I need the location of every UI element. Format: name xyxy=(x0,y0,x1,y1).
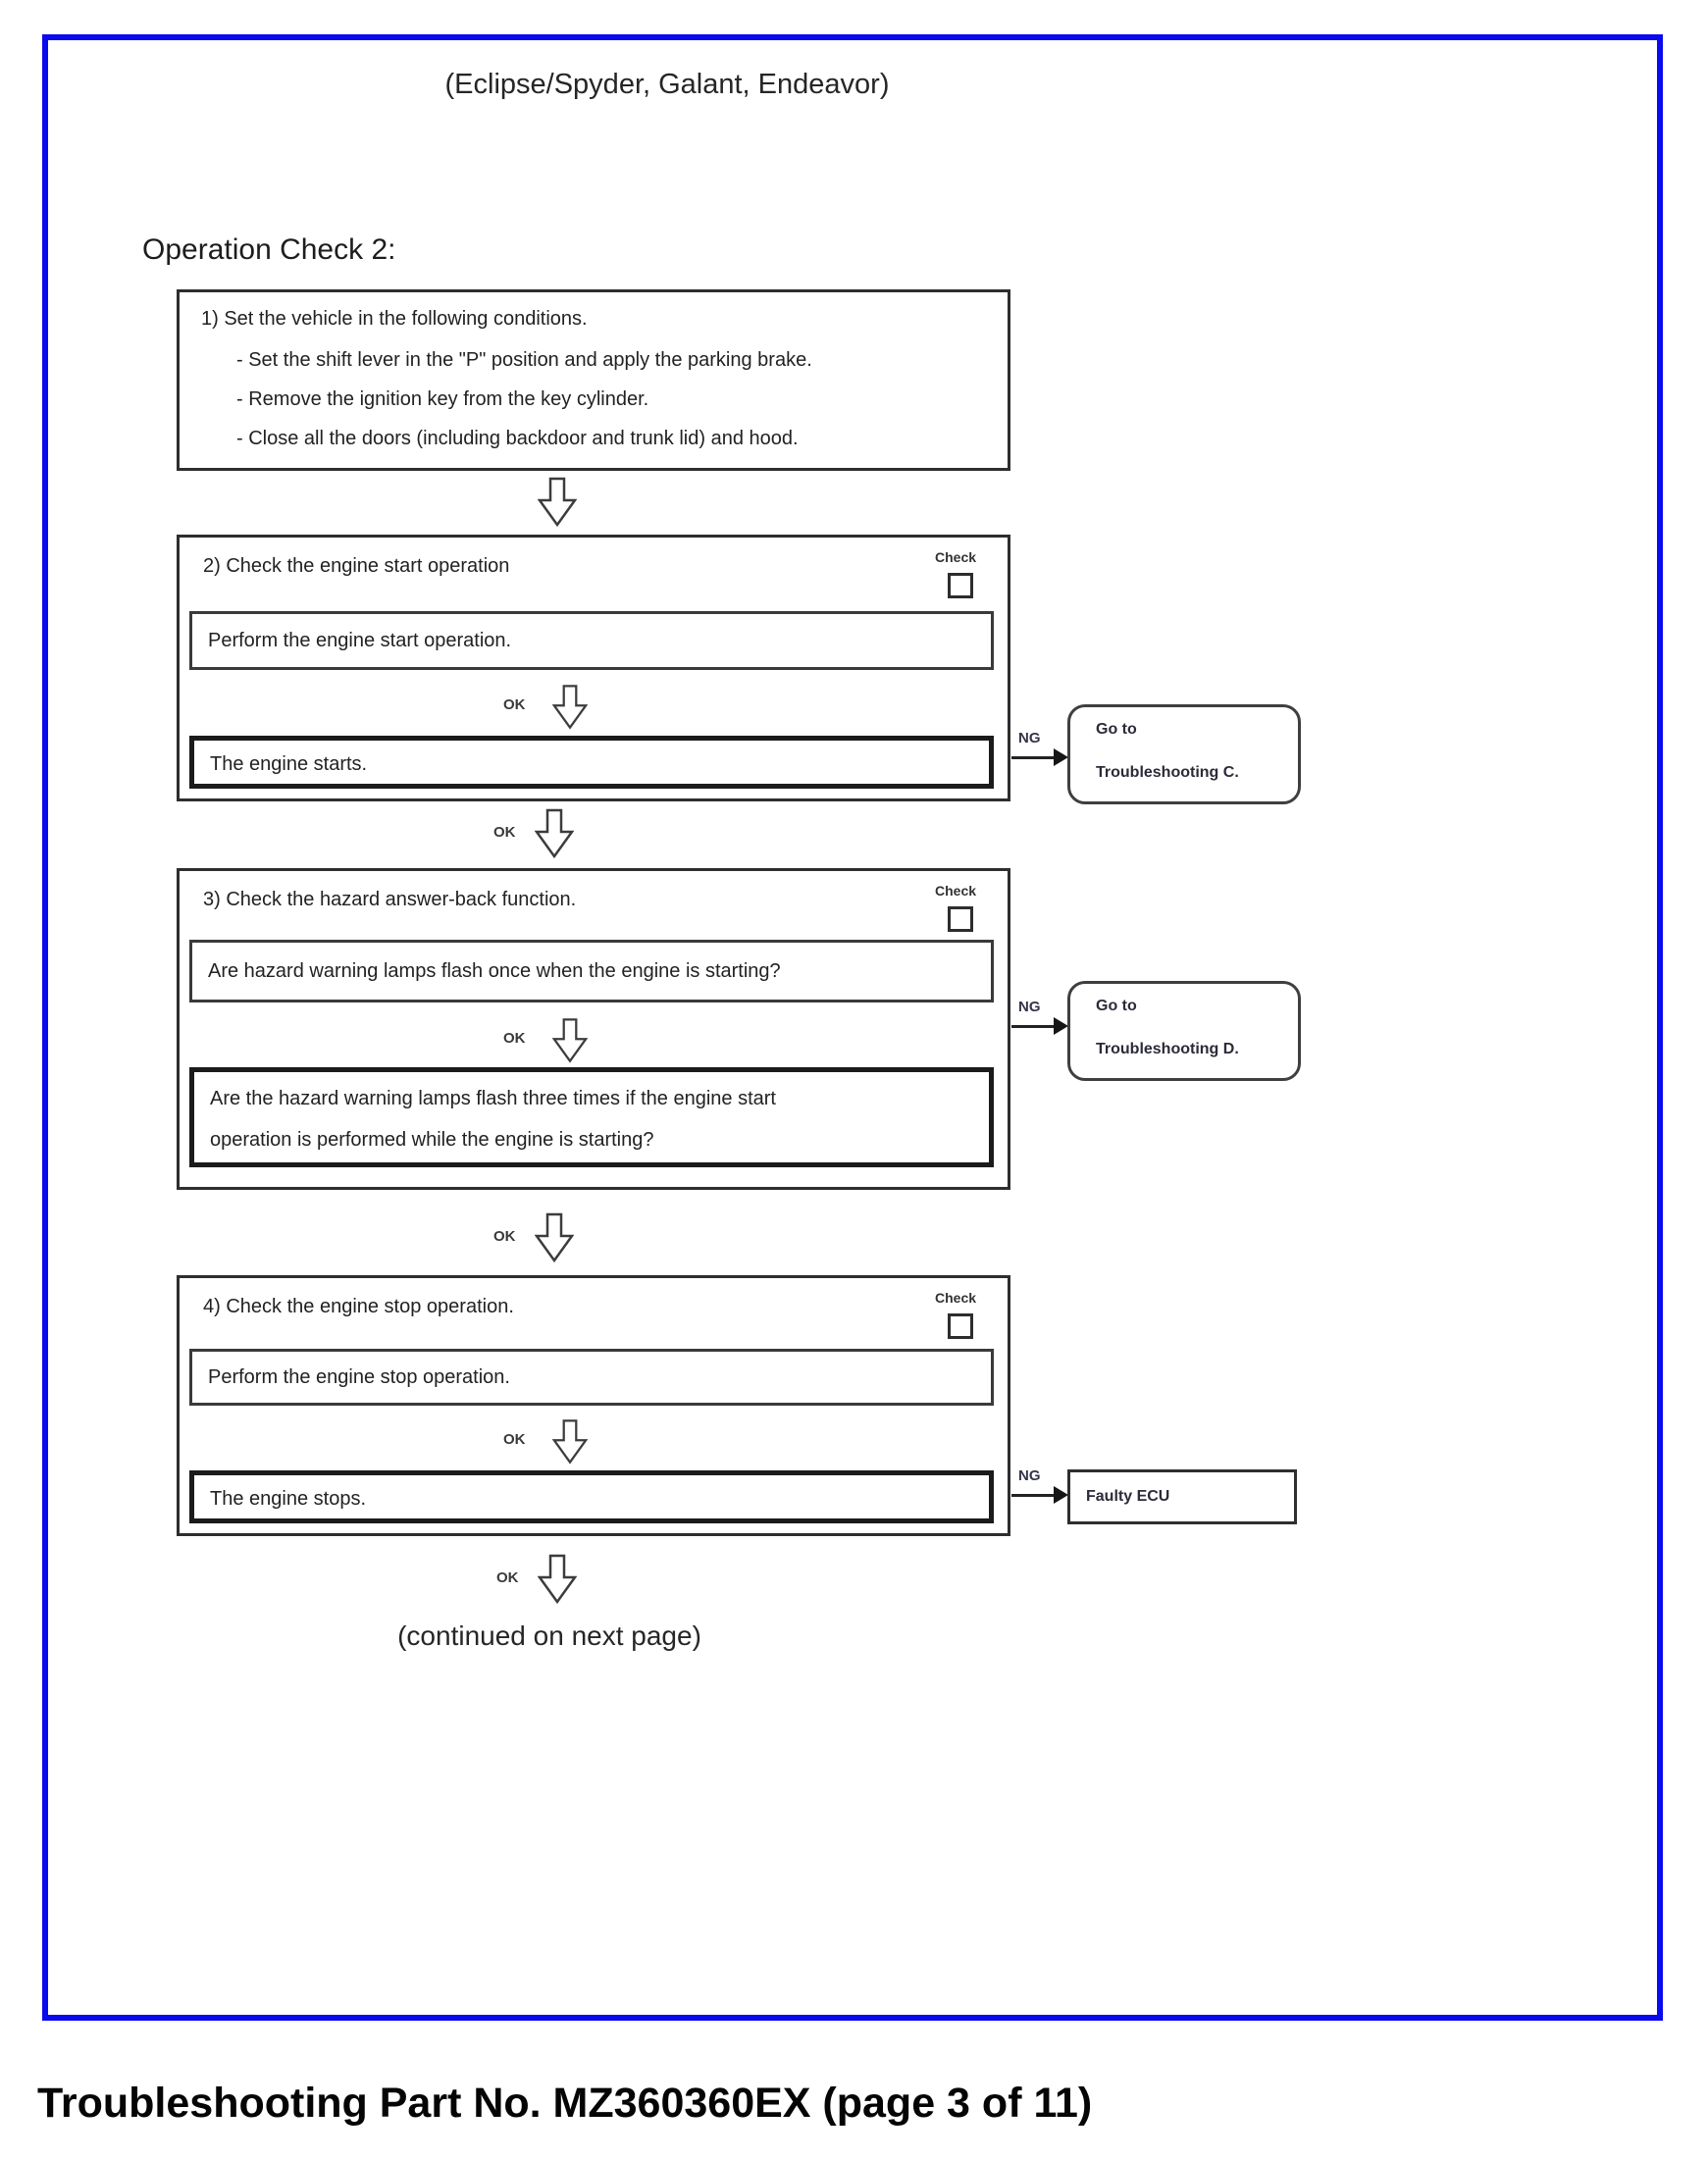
faulty-ecu-label: Faulty ECU xyxy=(1086,1488,1170,1505)
step3-question-box: Are hazard warning lamps flash once when… xyxy=(189,940,994,1002)
goto-label: Go to xyxy=(1096,721,1137,738)
step2-ng-arrow xyxy=(1011,756,1057,759)
step3-ok-label: OK xyxy=(503,1030,526,1047)
step1-bullet: - Close all the doors (including backdoo… xyxy=(236,428,799,449)
goto-troubleshooting-d-box: Go to Troubleshooting D. xyxy=(1067,981,1301,1081)
step3-title: 3) Check the hazard answer-back function… xyxy=(203,889,577,910)
down-block-arrow-icon xyxy=(552,1018,588,1062)
step3-result-text-line1: Are the hazard warning lamps flash three… xyxy=(210,1088,776,1109)
step4-check-label: Check xyxy=(935,1290,977,1306)
step2-action-box: Perform the engine start operation. xyxy=(189,611,994,670)
step3-ng-arrow xyxy=(1011,1025,1057,1028)
step3-check-label: Check xyxy=(935,883,977,899)
goto-label: Go to xyxy=(1096,998,1137,1014)
step4-ng-label: NG xyxy=(1018,1467,1041,1484)
troubleshooting-d-label: Troubleshooting D. xyxy=(1096,1041,1239,1057)
step2-checkbox[interactable] xyxy=(948,573,973,598)
step2-action-text: Perform the engine start operation. xyxy=(208,630,512,651)
step4-box: 4) Check the engine stop operation. Chec… xyxy=(177,1275,1010,1536)
footer-part-number: Troubleshooting Part No. MZ360360EX (pag… xyxy=(37,2080,1093,2127)
step2-ok-label: OK xyxy=(503,696,526,713)
step4-result-box: The engine stops. xyxy=(189,1470,994,1523)
step4-ng-arrow xyxy=(1011,1494,1057,1497)
continued-note: (continued on next page) xyxy=(397,1620,701,1651)
step1-bullet: - Set the shift lever in the "P" positio… xyxy=(236,349,812,371)
step3-checkbox[interactable] xyxy=(948,906,973,932)
step3-ng-label: NG xyxy=(1018,999,1041,1015)
down-block-arrow-icon xyxy=(538,1554,577,1604)
step3-question-text: Are hazard warning lamps flash once when… xyxy=(208,960,781,982)
step4-checkbox[interactable] xyxy=(948,1313,973,1339)
step1-bullet: - Remove the ignition key from the key c… xyxy=(236,388,649,410)
step3-result-text-line2: operation is performed while the engine … xyxy=(210,1129,654,1151)
step4-ng-arrowhead xyxy=(1054,1486,1068,1504)
step2-ng-label: NG xyxy=(1018,730,1041,746)
step2-check-label: Check xyxy=(935,549,977,565)
down-block-arrow-icon xyxy=(535,808,574,858)
step2-result-text: The engine starts. xyxy=(210,753,368,775)
step2-title: 2) Check the engine start operation xyxy=(203,555,510,577)
flow-ok-label: OK xyxy=(493,1228,516,1245)
step3-box: 3) Check the hazard answer-back function… xyxy=(177,868,1010,1190)
step1-box: 1) Set the vehicle in the following cond… xyxy=(177,289,1010,471)
step2-ng-arrowhead xyxy=(1054,748,1068,766)
down-block-arrow-icon xyxy=(552,1419,588,1464)
step4-result-text: The engine stops. xyxy=(210,1488,366,1510)
flow-ok-label: OK xyxy=(496,1569,519,1586)
step4-title: 4) Check the engine stop operation. xyxy=(203,1296,514,1317)
step3-ng-arrowhead xyxy=(1054,1017,1068,1035)
step1-title: 1) Set the vehicle in the following cond… xyxy=(201,308,588,330)
troubleshooting-c-label: Troubleshooting C. xyxy=(1096,764,1239,781)
step4-action-box: Perform the engine stop operation. xyxy=(189,1349,994,1406)
vehicle-models-title: (Eclipse/Spyder, Galant, Endeavor) xyxy=(444,69,890,100)
goto-troubleshooting-c-box: Go to Troubleshooting C. xyxy=(1067,704,1301,804)
down-block-arrow-icon xyxy=(535,1212,574,1262)
step4-ok-label: OK xyxy=(503,1431,526,1448)
step2-box: 2) Check the engine start operation Chec… xyxy=(177,535,1010,801)
operation-check-heading: Operation Check 2: xyxy=(142,233,396,266)
down-block-arrow-icon xyxy=(538,477,577,527)
step4-action-text: Perform the engine stop operation. xyxy=(208,1366,510,1388)
faulty-ecu-box: Faulty ECU xyxy=(1067,1469,1297,1524)
down-block-arrow-icon xyxy=(552,685,588,729)
step2-result-box: The engine starts. xyxy=(189,736,994,789)
step3-result-box: Are the hazard warning lamps flash three… xyxy=(189,1067,994,1167)
flow-ok-label: OK xyxy=(493,824,516,841)
